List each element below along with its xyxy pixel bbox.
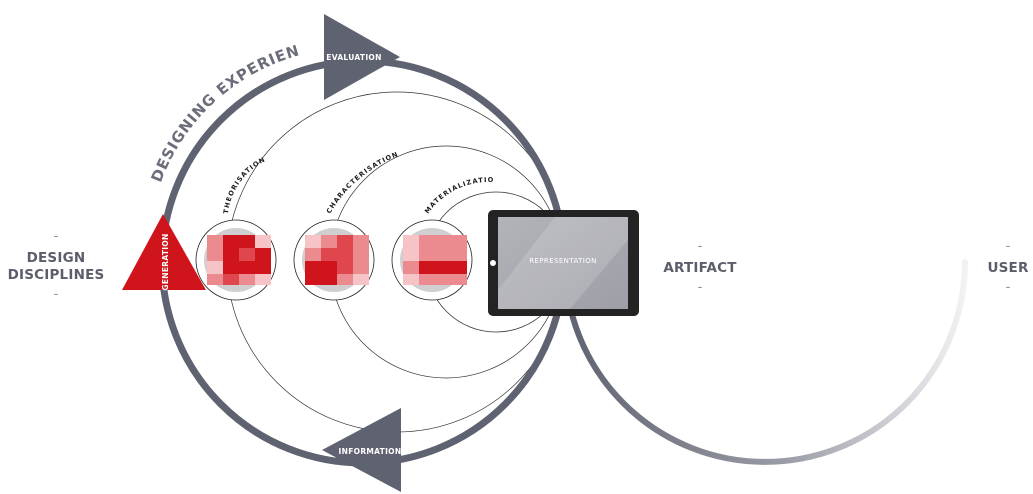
user-label: - USER - [987,239,1029,295]
theorisation-grid-icon [207,235,271,285]
materialization-grid-icon [403,235,467,285]
materialization-label: MATERIALIZATION [0,0,495,215]
characterisation-label: CHARACTERISATION [325,150,400,215]
svg-text:USER: USER [987,260,1029,276]
svg-text:-: - [54,229,59,244]
characterisation-grid-icon [305,235,369,285]
svg-text:DESIGN: DESIGN [27,250,86,266]
information-node: INFORMATION [322,408,401,492]
evaluation-label: EVALUATION [326,53,381,62]
evaluation-node: EVALUATION [324,14,400,100]
svg-text:-: - [1006,239,1011,254]
generation-label: GENERATION [161,233,170,290]
representation-tablet: REPRESENTATION [488,210,639,316]
representation-label: REPRESENTATION [529,257,597,265]
tablet-home-button [490,260,496,266]
artifact-label: - ARTIFACT - [663,239,737,295]
generation-node: GENERATION [122,214,206,291]
tablet-screen [498,217,628,309]
svg-text:-: - [54,287,59,302]
svg-text:ARTIFACT: ARTIFACT [663,260,737,276]
characterisation-node: CHARACTERISATION [293,150,400,301]
information-label: INFORMATION [339,447,402,456]
design-disciplines-label: - DESIGN DISCIPLINES - [8,229,105,302]
svg-text:-: - [698,239,703,254]
user-arc [562,259,968,465]
svg-text:DISCIPLINES: DISCIPLINES [8,267,105,283]
svg-text:-: - [698,280,703,295]
theorisation-label: THEORISATION [222,155,267,214]
theorisation-node: THEORISATION [195,155,277,301]
svg-text:-: - [1006,280,1011,295]
